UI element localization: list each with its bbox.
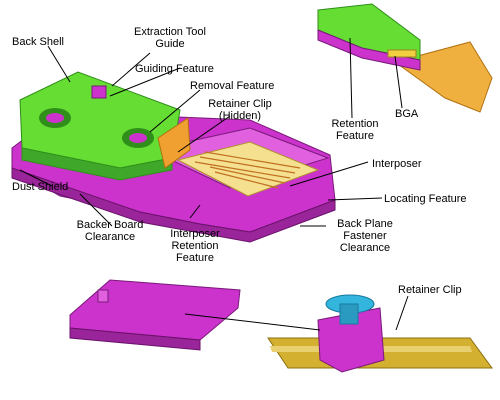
retainer-part-tab <box>97 289 109 303</box>
clip-cyan-stem <box>339 303 359 325</box>
main-connector-assembly <box>11 71 336 243</box>
label-retainer-clip: Retainer Clip <box>398 284 462 296</box>
retainer-part <box>69 279 241 351</box>
label-interposer-retention-feature-line1: Interposer <box>170 228 220 240</box>
bga-balls <box>387 49 417 58</box>
retainer-clip-detail <box>267 294 493 373</box>
guiding-tab <box>91 85 107 99</box>
label-retainer-clip-hidden-line2: (Hidden) <box>218 110 262 122</box>
label-extraction-tool-guide: Extraction Tool Guide <box>120 26 220 50</box>
label-interposer-retention-feature-line2: Retention <box>171 240 219 252</box>
label-extraction-tool-guide-line1: Extraction Tool <box>134 26 206 38</box>
interposer-pins <box>194 151 301 189</box>
label-bga: BGA <box>395 108 419 120</box>
label-interposer: Interposer <box>372 158 422 170</box>
label-backer-board-clearance: Backer Board Clearance <box>70 219 150 243</box>
label-locating-feature: Locating Feature <box>384 193 467 205</box>
label-backer-board-clearance-line1: Backer Board <box>76 219 144 231</box>
label-retention-feature: Retention Feature <box>325 118 385 142</box>
label-dust-shield: Dust Shield <box>12 181 69 193</box>
label-retention-feature-line1: Retention <box>331 118 379 130</box>
removal-cavity-left-inner <box>46 113 64 123</box>
label-interposer-retention-feature-line3: Feature <box>176 252 214 264</box>
retainer-part-front <box>69 327 201 351</box>
label-back-plane-fastener-clearance: Back Plane Fastener Clearance <box>330 218 400 254</box>
label-backer-board-clearance-line2: Clearance <box>84 231 136 243</box>
label-guiding-feature: Guiding Feature <box>135 63 214 75</box>
label-retainer-clip-hidden: Retainer Clip (Hidden) <box>200 98 280 122</box>
label-back-plane-fastener-clearance-line2: Fastener <box>343 230 387 242</box>
label-retention-feature-line2: Feature <box>336 130 374 142</box>
label-back-shell: Back Shell <box>12 36 64 48</box>
clip-body <box>317 307 385 373</box>
leader-lines <box>19 37 409 331</box>
label-extraction-tool-guide-line2: Guide <box>155 38 185 50</box>
bga-magenta-base <box>317 29 421 71</box>
label-retainer-clip-hidden-line1: Retainer Clip <box>208 98 272 110</box>
bga-assembly <box>317 3 493 113</box>
housing-front-face <box>11 167 336 243</box>
label-interposer-retention-feature: Interposer Retention Feature <box>160 228 230 264</box>
removal-cavity-right-inner <box>129 133 147 143</box>
back-shell-front <box>21 147 173 181</box>
label-back-plane-fastener-clearance-line1: Back Plane <box>337 218 393 230</box>
label-removal-feature: Removal Feature <box>190 80 275 92</box>
retainer-clip-hidden <box>157 117 191 169</box>
label-back-plane-fastener-clearance-line3: Clearance <box>339 242 391 254</box>
